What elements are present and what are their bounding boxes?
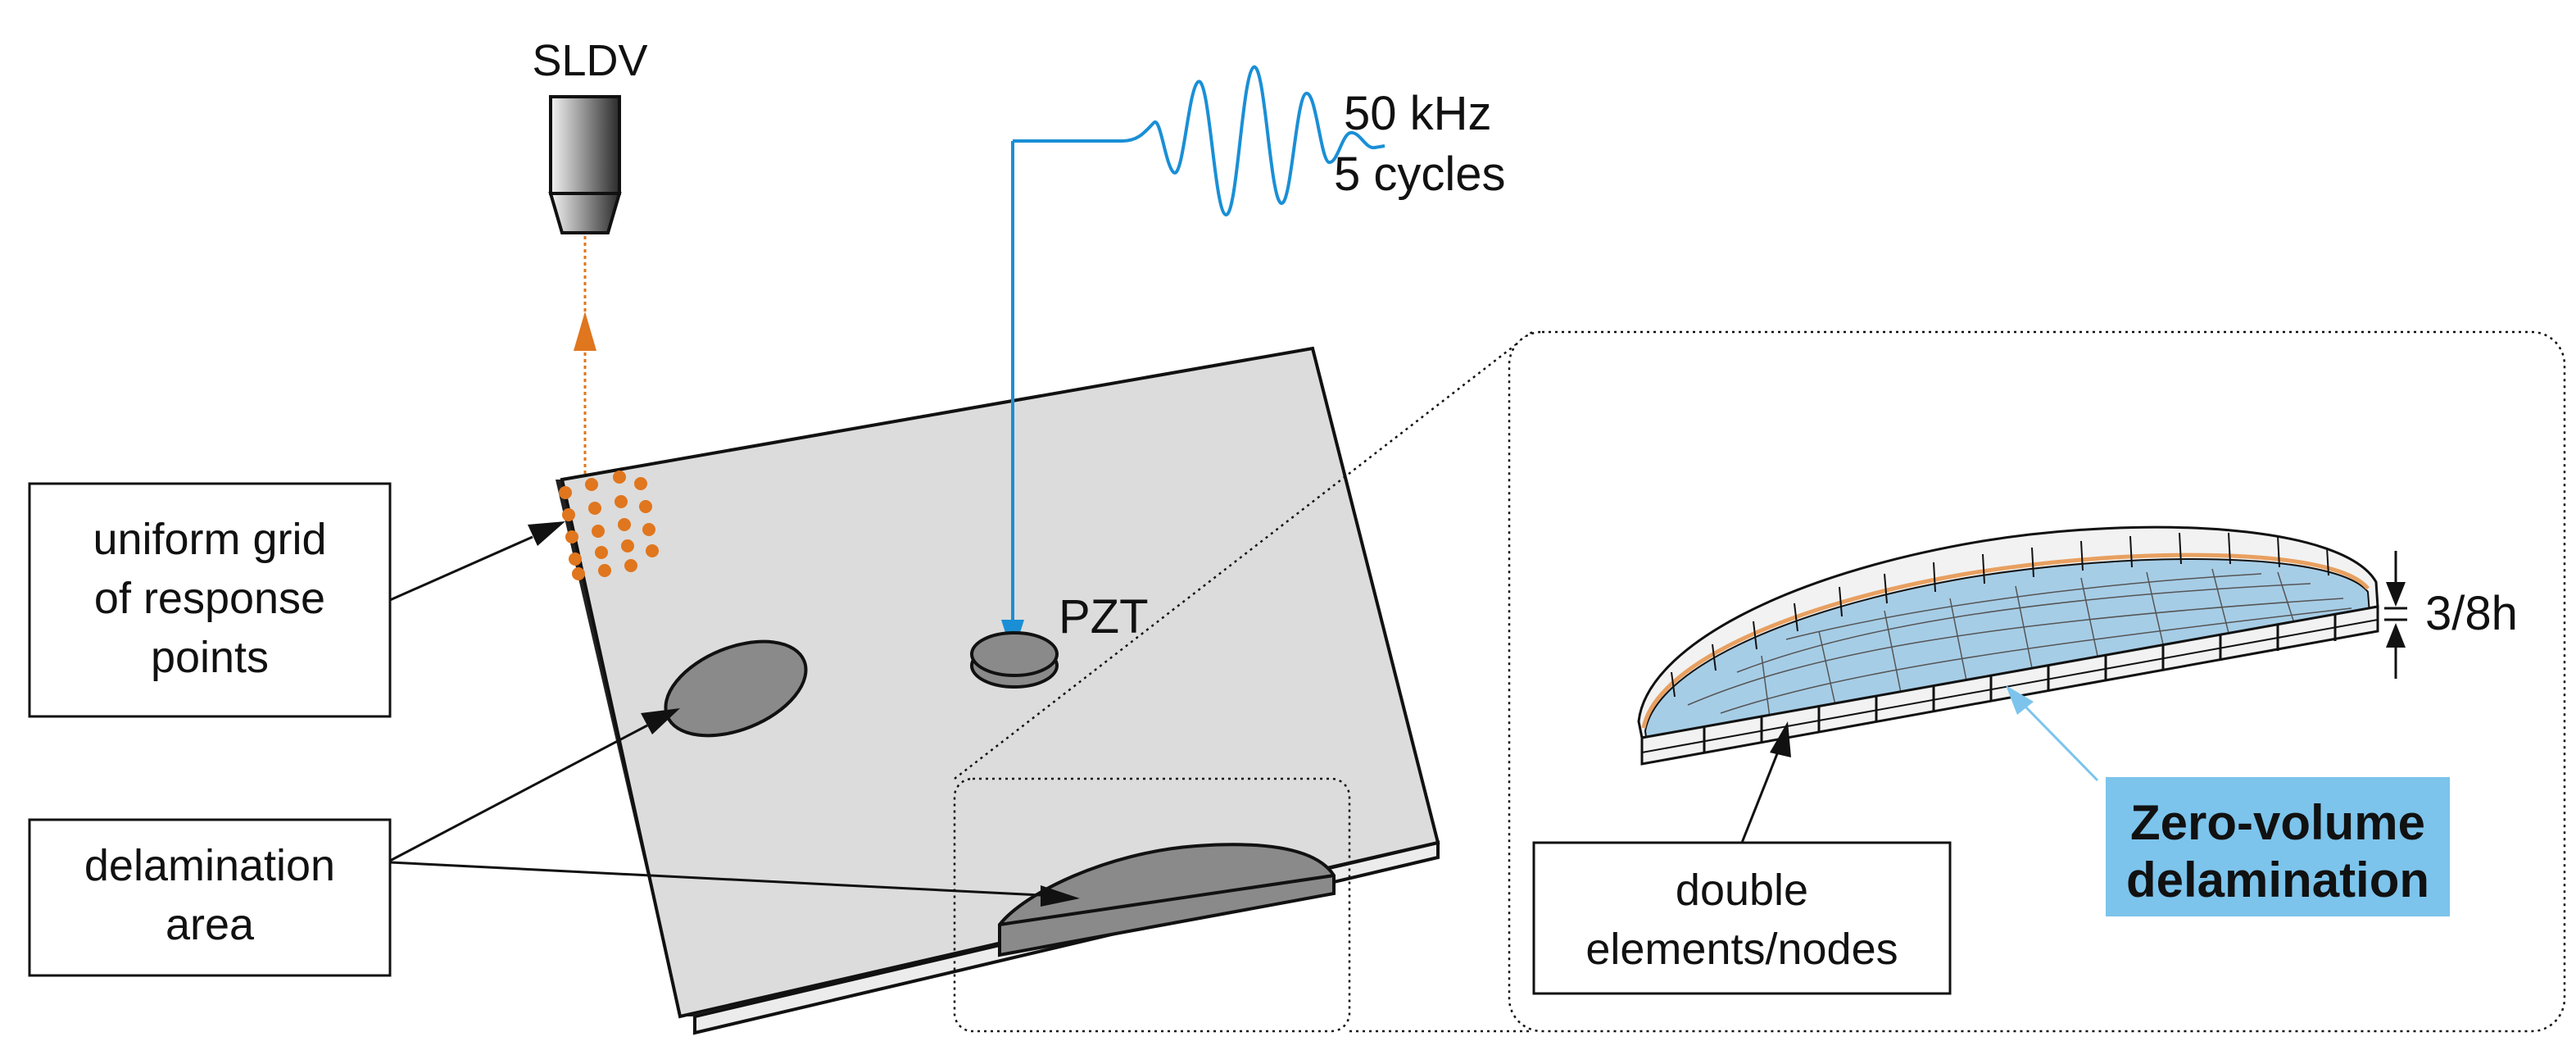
zero-volume-pointer-arrowhead xyxy=(2006,685,2034,715)
double-label-line-2: elements/nodes xyxy=(1585,925,1898,974)
orange-contour xyxy=(1641,552,2370,729)
zero-volume-label-line-2: delamination xyxy=(2126,853,2429,907)
signal-frequency-label: 50 kHz xyxy=(1344,87,1492,140)
thickness-dimension: 3/8h xyxy=(2384,551,2518,679)
zero-volume-label-box: Zero-volume delamination xyxy=(2106,777,2450,916)
sldv-label: SLDV xyxy=(532,36,647,85)
composite-plate xyxy=(556,346,1440,1035)
delamination-label-line-2: area xyxy=(166,900,255,949)
grid-label-box: uniform grid of response points xyxy=(28,482,392,718)
grid-label-line-1: uniform grid xyxy=(93,515,326,564)
zero-volume-label-line-1: Zero-volume xyxy=(2130,795,2425,850)
signal-cycles-label: 5 cycles xyxy=(1334,148,1506,201)
delamination-pointer-arrowhead-2 xyxy=(1041,885,1080,907)
delamination-label-box: delamination area xyxy=(28,818,392,977)
wave-packet xyxy=(1013,65,1386,217)
grid-pointer-arrowhead xyxy=(528,521,565,546)
zoom-source-box xyxy=(953,777,1351,1033)
laser-beam-arrowhead xyxy=(574,311,596,351)
double-label-line-1: double xyxy=(1676,866,1808,915)
grid-label-line-3: points xyxy=(151,633,269,682)
delamination-pointer-arrowhead-1 xyxy=(641,708,680,734)
zoomed-delamination xyxy=(1637,525,2379,766)
pzt-label: PZT xyxy=(1059,590,1149,643)
grid-label-line-2: of response xyxy=(94,574,325,623)
double-elements-label-box: double elements/nodes xyxy=(1532,841,1952,995)
sldv-group: SLDV xyxy=(532,36,648,482)
delamination-label-line-1: delamination xyxy=(84,841,335,890)
piezo-disc-icon xyxy=(970,631,1059,689)
double-pointer-arrowhead xyxy=(1770,721,1791,757)
excitation-signal: 50 kHz 5 cycles xyxy=(1001,65,1506,656)
thickness-label: 3/8h xyxy=(2425,587,2518,640)
laser-vibrometer-icon xyxy=(548,95,622,234)
response-point-grid xyxy=(559,471,659,580)
